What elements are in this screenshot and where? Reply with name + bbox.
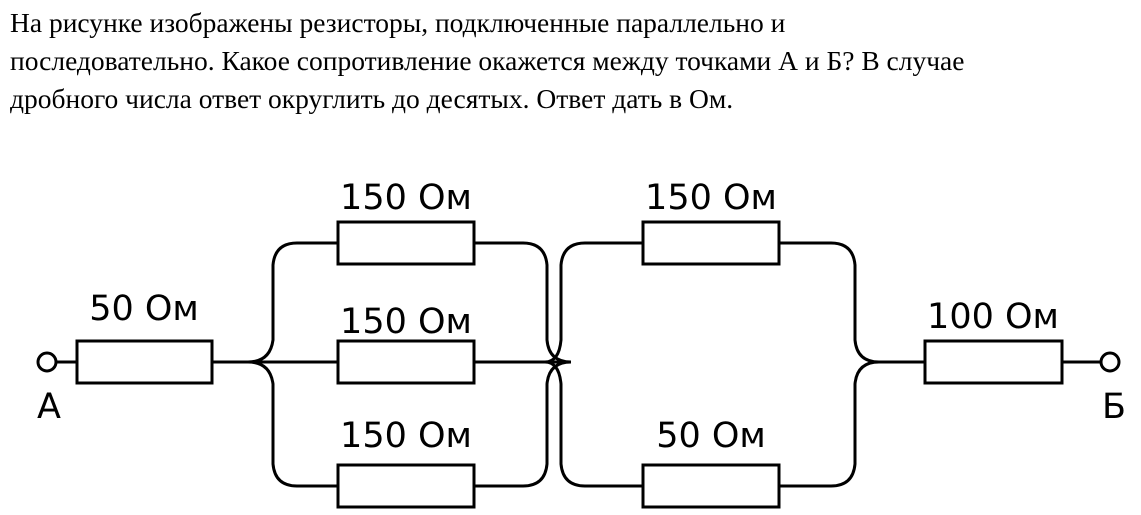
- resistor-par1-top: [336, 220, 476, 266]
- label-par1-bottom: 150 Ом: [340, 416, 472, 456]
- question-line-2: последовательно. Какое сопротивление ока…: [10, 45, 965, 76]
- label-series-left: 50 Ом: [89, 289, 199, 329]
- label-par1-mid: 150 Ом: [340, 302, 472, 342]
- label-terminal-a: А: [37, 387, 61, 427]
- wire-par1-top-left: [247, 241, 338, 364]
- terminal-b-node: [1099, 351, 1121, 373]
- label-par2-top: 150 Ом: [645, 178, 777, 218]
- wire-par2-bottom-right: [779, 360, 880, 488]
- resistor-par1-bottom: [336, 463, 476, 509]
- wire-par1-top-right: [474, 241, 572, 364]
- wire-par1-bottom-right: [474, 360, 572, 488]
- question-line-3: дробного числа ответ округлить до десяты…: [10, 83, 734, 114]
- wire-par2-bottom-left: [544, 360, 643, 488]
- wire-par2-top-left: [544, 241, 643, 364]
- question-line-1: На рисунке изображены резисторы, подключ…: [10, 7, 786, 38]
- label-par1-top: 150 Ом: [340, 178, 472, 218]
- wire-par2-top-right: [779, 241, 880, 364]
- label-series-right: 100 Ом: [927, 297, 1059, 337]
- resistor-par2-bottom: [641, 463, 781, 509]
- resistor-par1-mid: [336, 339, 476, 385]
- resistor-par2-top: [641, 220, 781, 266]
- wire-par1-bottom-left: [247, 360, 338, 488]
- terminal-a-node: [36, 351, 58, 373]
- question-text: На рисунке изображены резисторы, подключ…: [10, 4, 1135, 118]
- resistor-series-left: [75, 339, 214, 385]
- label-par2-bottom: 50 Ом: [656, 416, 766, 456]
- label-terminal-b: Б: [1102, 387, 1126, 427]
- resistor-series-right: [923, 339, 1064, 385]
